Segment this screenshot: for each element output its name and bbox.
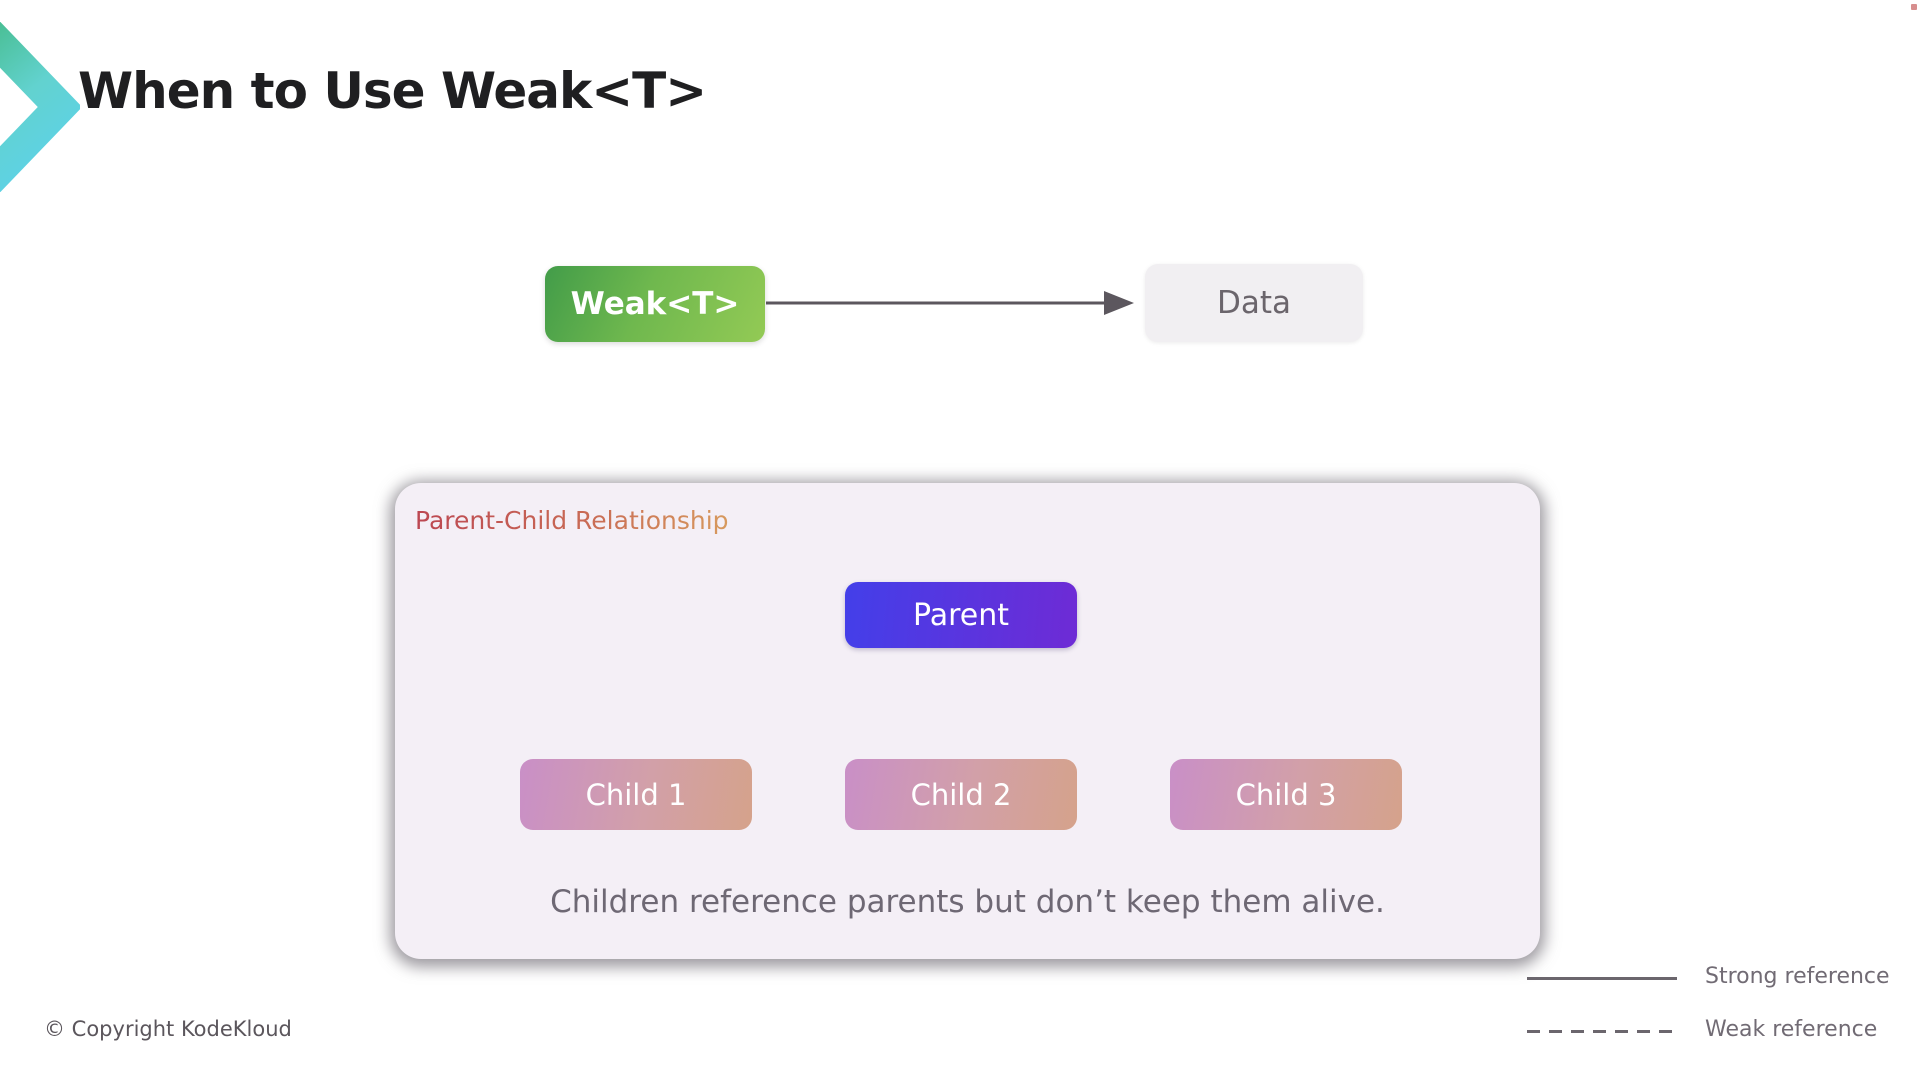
parent-node: Parent — [845, 582, 1077, 648]
weak-t-node: Weak<T> — [545, 266, 765, 342]
page-title: When to Use Weak<T> — [78, 62, 707, 120]
legend-weak-line — [1527, 1030, 1677, 1033]
legend-strong-line — [1527, 977, 1677, 980]
copyright-text: © Copyright KodeKloud — [44, 1017, 292, 1041]
panel-caption: Children reference parents but don’t kee… — [550, 884, 1385, 920]
recording-indicator-dot — [1911, 4, 1917, 10]
kodekloud-chevron-logo-icon — [0, 22, 80, 192]
legend-weak-label: Weak reference — [1705, 1017, 1878, 1042]
parent-child-panel — [395, 483, 1540, 959]
data-node: Data — [1145, 264, 1363, 342]
panel-title: Parent-Child Relationship — [415, 506, 729, 535]
child-node-2: Child 2 — [845, 759, 1077, 830]
child-node-3: Child 3 — [1170, 759, 1402, 830]
child-node-1: Child 1 — [520, 759, 752, 830]
legend-strong-label: Strong reference — [1705, 964, 1890, 989]
